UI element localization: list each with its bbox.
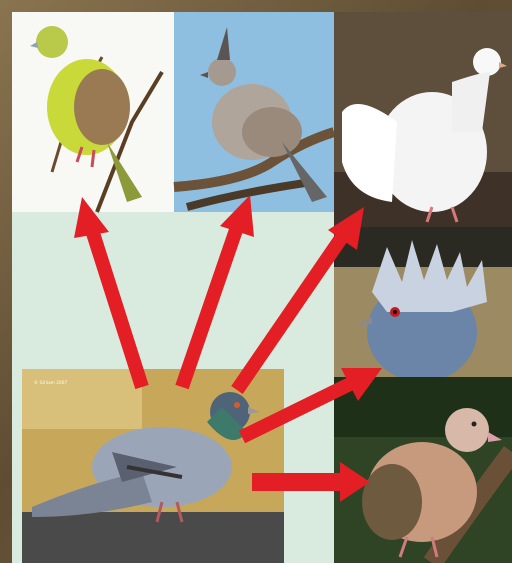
brown-dove-photo bbox=[334, 377, 512, 563]
collage-canvas: © Gilliam 2007 bbox=[12, 12, 512, 563]
green-pigeon-photo bbox=[12, 12, 174, 212]
collage-svg: © Gilliam 2007 bbox=[12, 12, 512, 563]
crested-pigeon-photo bbox=[174, 12, 334, 212]
crowned-pigeon-photo bbox=[334, 227, 512, 382]
rock-pigeon-photo bbox=[22, 369, 284, 563]
photo-credit: © Gilliam 2007 bbox=[34, 380, 68, 385]
white-pigeon-photo bbox=[334, 12, 512, 227]
